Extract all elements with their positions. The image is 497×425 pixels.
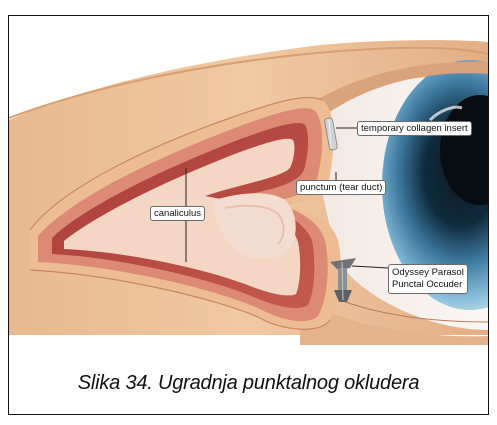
label-collagen-insert: temporary collagen insert — [357, 121, 472, 136]
label-punctum: punctum (tear duct) — [296, 180, 386, 195]
label-occluder-line1: Odyssey Parasol — [392, 267, 464, 279]
label-canaliculus: canaliculus — [150, 206, 205, 221]
label-occluder: Odyssey Parasol Punctal Occuder — [388, 264, 468, 294]
label-occluder-line2: Punctal Occuder — [392, 279, 464, 291]
figure-caption: Slika 34. Ugradnja punktalnog okludera — [0, 372, 497, 395]
